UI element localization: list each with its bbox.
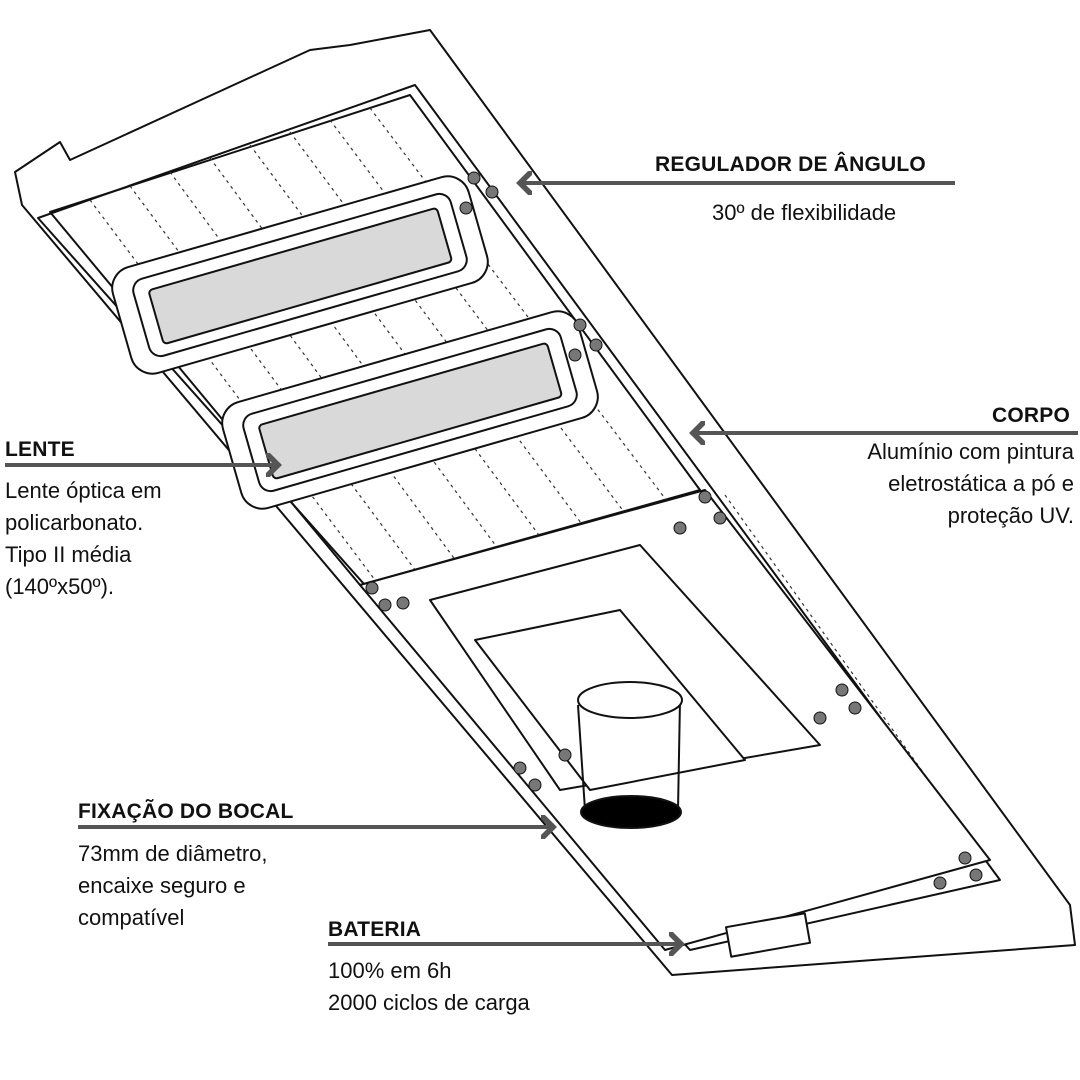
lens-panel-2 [221,310,599,510]
lente-title: LENTE [5,438,75,461]
lente-line: Tipo II média [5,542,132,567]
corpo-line: eletrostática a pó e [888,471,1074,496]
lente-desc: Lente óptica em policarbonato. Tipo II m… [5,475,162,603]
pole-mount [577,699,681,811]
pole-opening [580,795,682,829]
bateria-desc: 100% em 6h 2000 ciclos de carga [328,955,530,1019]
fixacao-line: encaixe seguro e [78,873,246,898]
regulador-title: REGULADOR DE ÂNGULO [655,153,926,176]
screws [365,171,983,890]
bateria-line: 100% em 6h [328,958,452,983]
lente-line: (140ºx50º). [5,574,115,599]
corpo-line: Alumínio com pintura [867,439,1074,464]
corpo-desc: Alumínio com pintura eletrostática a pó … [867,436,1074,532]
bateria-title: BATERIA [328,918,422,941]
lente-line: policarbonato. [5,510,144,535]
regulador-desc: 30º de flexibilidade [712,200,897,225]
lens-panel-1 [111,175,489,375]
callout-lines [5,183,1078,944]
bateria-line: 2000 ciclos de carga [328,990,530,1015]
lente-line: Lente óptica em [5,478,162,503]
fixacao-desc: 73mm de diâmetro, encaixe seguro e compa… [78,838,268,934]
corpo-title: CORPO [991,404,1070,427]
battery-label-plate [725,912,811,958]
fixacao-line: compatível [78,905,185,930]
corpo-line: proteção UV. [947,503,1074,528]
fixacao-line: 73mm de diâmetro, [78,841,268,866]
fixacao-title: FIXAÇÃO DO BOCAL [78,800,294,823]
